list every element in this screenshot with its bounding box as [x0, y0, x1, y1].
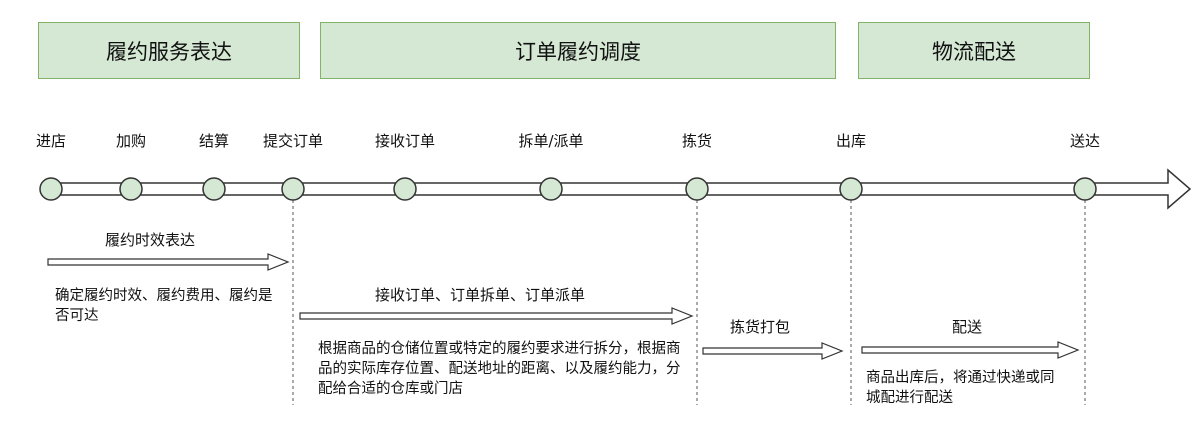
segment-arrow-delivery	[861, 341, 1080, 359]
phase-logistics: 物流配送	[858, 22, 1090, 79]
phase-label: 履约服务表达	[106, 39, 232, 64]
segment-title-delivery: 配送	[952, 318, 983, 336]
stage-label-split-dispatch: 拆单/派单	[518, 132, 584, 150]
segment-title-scheduling: 接收订单、订单拆单、订单派单	[375, 286, 586, 304]
segment-desc-delivery: 商品出库后，将通过快递或同城配进行配送	[866, 370, 1055, 406]
segment-title-expression: 履约时效表达	[105, 231, 196, 249]
stage-node-picking	[685, 177, 709, 201]
segment-arrow-scheduling	[299, 307, 694, 325]
phase-order-scheduling: 订单履约调度	[320, 22, 836, 79]
phase-fulfillment-expression: 履约服务表达	[38, 22, 300, 79]
stage-node-checkout	[202, 177, 226, 201]
stage-label-outbound: 出库	[835, 132, 867, 150]
stage-label-picking: 拣货	[681, 132, 713, 150]
stage-node-delivered	[1073, 177, 1097, 201]
stage-node-enter-store	[39, 177, 63, 201]
stage-label-checkout: 结算	[198, 132, 230, 150]
stage-node-outbound	[839, 177, 863, 201]
timeline-arrow	[47, 168, 1192, 210]
stage-label-delivered: 送达	[1069, 132, 1101, 150]
stage-label-add-cart: 加购	[115, 132, 147, 150]
segment-title-picking: 拣货打包	[730, 318, 791, 336]
stage-node-receive-order	[393, 177, 417, 201]
stage-node-add-cart	[119, 177, 143, 201]
segment-desc-expression: 确定履约时效、履约费用、履约是否可达	[55, 288, 273, 324]
phase-label: 物流配送	[932, 39, 1016, 64]
stage-node-split-dispatch	[539, 177, 563, 201]
phase-label: 订单履约调度	[515, 39, 641, 64]
stage-label-submit-order: 提交订单	[262, 132, 324, 150]
stage-label-receive-order: 接收订单	[374, 132, 436, 150]
segment-arrow-picking	[702, 342, 844, 360]
stage-node-submit-order	[281, 177, 305, 201]
segment-arrow-expression	[47, 253, 290, 271]
stage-label-enter-store: 进店	[35, 132, 67, 150]
segment-desc-scheduling: 根据商品的仓储位置或特定的履约要求进行拆分，根据商品的实际库存位置、配送地址的距…	[318, 341, 681, 397]
